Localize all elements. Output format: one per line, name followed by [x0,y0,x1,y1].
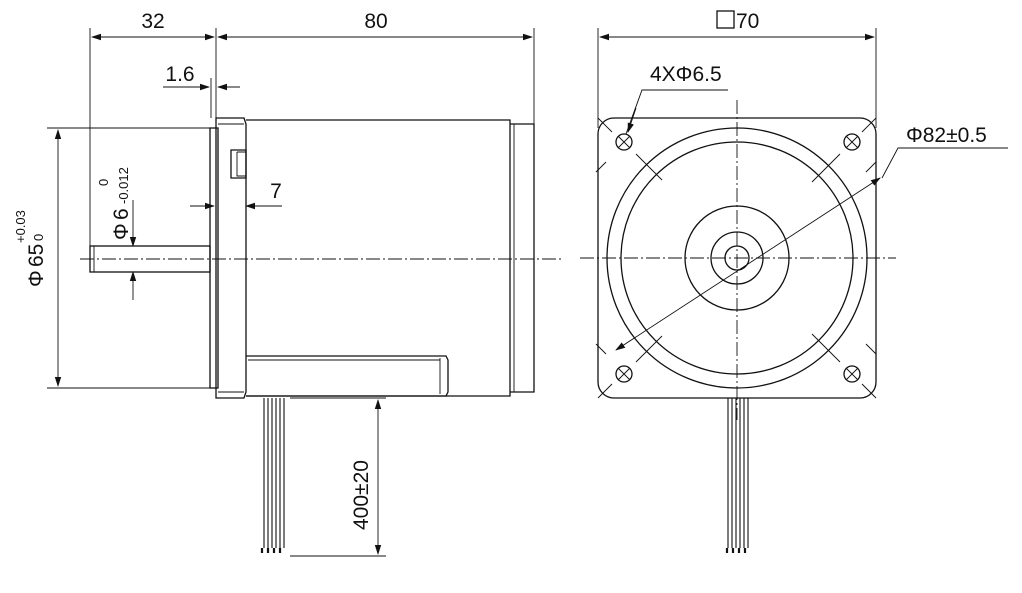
dim-shaft-diameter: Φ 6 0 -0.012 [96,167,133,240]
dim-flange-square: 70 [716,10,759,33]
svg-text:Φ: Φ [110,223,133,240]
lead-wires-side [260,398,285,553]
motor-body [246,119,511,397]
dim-bolt-circle: Φ82±0.5 [906,124,987,147]
svg-text:6: 6 [110,208,133,220]
dim-shaft-length: 32 [141,10,164,33]
svg-text:70: 70 [736,10,759,33]
dim-body-length: 80 [364,10,387,33]
svg-text:Φ: Φ [25,270,48,287]
svg-text:0: 0 [96,179,111,186]
lead-wires-front [725,398,749,553]
svg-text:0: 0 [31,234,46,241]
dim-boss-height: 7 [270,180,282,203]
svg-text:65: 65 [25,244,48,267]
dim-pilot-diameter: Φ 65 +0.03 0 [13,210,48,287]
motor-flange [209,127,219,389]
dim-mount-holes: 4XΦ6.5 [650,63,722,86]
mounting-holes [615,133,861,383]
svg-text:-0.012: -0.012 [116,167,131,204]
front-view [580,28,1008,553]
dim-line-bolt-circle [615,177,881,351]
dim-lead-length: 400±20 [350,460,373,530]
dim-flange-thickness: 1.6 [165,63,194,86]
svg-text:+0.03: +0.03 [13,210,28,243]
side-view [47,28,562,557]
terminal-box [246,355,449,397]
